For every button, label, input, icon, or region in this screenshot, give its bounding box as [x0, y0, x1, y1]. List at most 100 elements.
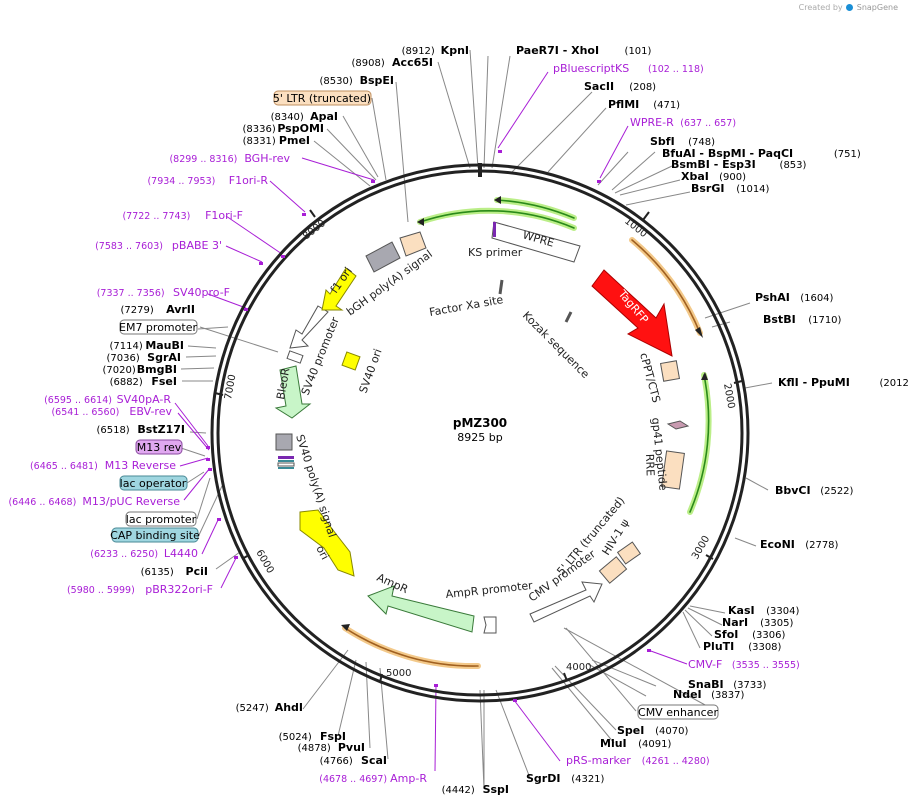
enzyme-site-kasi[interactable]: KasI: [728, 604, 755, 617]
enzyme-site-ahdi[interactable]: AhdI: [275, 701, 303, 714]
enzyme-site-bsrgi[interactable]: BsrGI: [691, 182, 724, 195]
enzyme-site-bstbi[interactable]: BstBI: [763, 313, 796, 326]
primer-bgh-rev[interactable]: BGH-rev: [244, 152, 290, 165]
enzyme-position-sgrai: (7036): [107, 353, 140, 364]
enzyme-site-spei[interactable]: SpeI: [617, 724, 644, 737]
enzyme-site-kfli-ppumi[interactable]: KflI - PpuMI: [778, 376, 850, 389]
enzyme-site-apai[interactable]: ApaI: [310, 110, 338, 123]
enzyme-site-pspomi[interactable]: PspOMI: [277, 122, 324, 135]
enzyme-position-maubi: (7114): [110, 341, 143, 352]
orange-arc-bottom-glow: [342, 625, 481, 670]
primer-sv40pa-r[interactable]: SV40pA-R: [117, 393, 172, 406]
enzyme-site-sbfi[interactable]: SbfI: [650, 135, 675, 148]
primer-cmv-f[interactable]: CMV-F: [688, 658, 722, 671]
enzyme-site-kpni[interactable]: KpnI: [441, 44, 469, 57]
primer-amp-r[interactable]: Amp-R: [390, 772, 427, 785]
enzyme-site-sgrdi[interactable]: SgrDI: [526, 772, 560, 785]
primer-f1ori-f[interactable]: F1ori-F: [205, 209, 243, 222]
enzyme-site-pluti[interactable]: PluTI: [703, 640, 734, 653]
enzyme-site-sacii[interactable]: SacII: [584, 80, 614, 93]
primer-leader-lines: [174, 71, 688, 772]
primer-l4440[interactable]: L4440: [164, 547, 198, 560]
enzyme-position-bsmbi-esp3i: (853): [780, 160, 807, 171]
enzyme-site-fsei[interactable]: FseI: [151, 375, 177, 388]
enzyme-site-maubi[interactable]: MauBI: [145, 339, 184, 352]
primer-m13-puc-reverse[interactable]: M13/pUC Reverse: [82, 495, 180, 508]
primer-prs-marker[interactable]: pRS-marker: [566, 754, 631, 767]
created-by-credit[interactable]: Created by SnapGene: [799, 3, 898, 12]
boxed-label-lac-operator[interactable]: lac operator: [119, 475, 188, 491]
enzyme-site-bbvci[interactable]: BbvCI: [775, 484, 811, 497]
primer-pbr322ori-f[interactable]: pBR322ori-F: [145, 583, 213, 596]
enzyme-site-mlui[interactable]: MluI: [600, 737, 627, 750]
primer-pbabe-3[interactable]: pBABE 3': [172, 239, 222, 252]
m13-rev-feature: [278, 456, 294, 459]
primer-tick-amp-r: [434, 684, 438, 687]
primer-tick-pbabe3: [259, 262, 263, 265]
ltr-truncated-feature: [598, 556, 628, 584]
boxed-cap-text: CAP binding site: [110, 529, 200, 542]
primer-wpre-r[interactable]: WPRE-R: [630, 116, 674, 129]
boxed-label-ltr-truncated[interactable]: 5' LTR (truncated): [273, 90, 372, 106]
green-arc-top2: [419, 209, 575, 229]
enzyme-site-avrii[interactable]: AvrII: [166, 303, 195, 316]
enzyme-site-scai[interactable]: ScaI: [361, 754, 387, 767]
kozak-label: Kozak sequence: [520, 309, 592, 381]
boxed-label-cmv-enhancer[interactable]: CMV enhancer: [637, 704, 719, 720]
enzyme-site-paer7i-xhoi[interactable]: PaeR7I - XhoI: [516, 44, 599, 57]
boxed-label-m13-rev[interactable]: M13 rev: [135, 439, 183, 455]
enzyme-site-bfuai-bspmi-paqci[interactable]: BfuAI - BspMI - PaqCI: [662, 147, 793, 160]
enzyme-site-nari[interactable]: NarI: [722, 616, 748, 629]
enzyme-site-pflmi[interactable]: PflMI: [608, 98, 639, 111]
enzyme-site-pcii[interactable]: PciI: [186, 565, 208, 578]
enzyme-site-ndei[interactable]: NdeI: [673, 688, 702, 701]
primer-m13-reverse[interactable]: M13 Reverse: [105, 459, 176, 472]
enzyme-site-bsmbi-esp3i[interactable]: BsmBI - Esp3I: [671, 158, 756, 171]
enzyme-site-pshai[interactable]: PshAI: [755, 291, 790, 304]
enzyme-position-sgrdi: (4321): [571, 774, 604, 785]
enzyme-site-sgrai[interactable]: SgrAI: [147, 351, 181, 364]
enzyme-site-bmgbi[interactable]: BmgBI: [137, 363, 177, 376]
primer-pbluescriptks[interactable]: pBluescriptKS: [553, 62, 629, 75]
credit-brand: SnapGene: [856, 3, 898, 12]
boxed-label-lac-promoter[interactable]: lac promoter: [125, 511, 197, 527]
enzyme-site-acc65i[interactable]: Acc65I: [392, 56, 433, 69]
enzyme-site-xbai[interactable]: XbaI: [681, 170, 709, 183]
enzyme-position-econi: (2778): [805, 540, 838, 551]
enzyme-site-sfoi[interactable]: SfoI: [714, 628, 738, 641]
enzyme-site-bspei[interactable]: BspEI: [360, 74, 394, 87]
factor-xa-feature: [498, 279, 504, 295]
enzyme-site-econi[interactable]: EcoNI: [760, 538, 795, 551]
enzyme-site-sspi[interactable]: SspI: [483, 783, 509, 796]
sv40-promoter-label: SV40 promoter: [299, 315, 342, 397]
primer-range-prs-marker: (4261 .. 4280): [642, 756, 710, 767]
enzyme-site-fspi[interactable]: FspI: [320, 730, 346, 743]
primer-sv40pro-f[interactable]: SV40pro-F: [173, 286, 230, 299]
ampr-promoter-feature: [483, 616, 497, 634]
bgh-polya-feature: [365, 241, 401, 273]
enzyme-site-snabi[interactable]: SnaBI: [688, 678, 724, 691]
primer-tick-m13-puc-reverse: [208, 468, 212, 471]
enzyme-position-xbai: (900): [719, 172, 746, 183]
ori-feature: [299, 509, 355, 577]
enzyme-site-pmei[interactable]: PmeI: [279, 134, 310, 147]
primer-tick-pbr322ori-f: [234, 556, 238, 559]
primer-tick-sv40pa-r: [206, 446, 210, 449]
green-arc-top2-head: [417, 218, 424, 226]
tick-label-2000: 2000: [721, 383, 736, 410]
boxed-label-cap-binding-site[interactable]: CAP binding site: [110, 527, 200, 543]
tick-8000: [309, 209, 316, 218]
enzyme-position-ndei: (3837): [711, 690, 744, 701]
ltr-top-feature: [399, 231, 427, 257]
primer-range-bgh-rev: (8299 .. 8316): [169, 154, 237, 165]
primer-range-cmv-f: (3535 .. 3555): [732, 660, 800, 671]
boxed-cap-bg: [111, 527, 199, 543]
enzyme-site-pvui[interactable]: PvuI: [338, 741, 365, 754]
boxed-lac-operator-bg: [119, 475, 188, 491]
boxed-label-em7-promoter[interactable]: EM7 promoter: [119, 319, 198, 335]
feature-shapes: [274, 221, 690, 634]
primer-f1ori-r[interactable]: F1ori-R: [229, 174, 269, 187]
enzyme-site-bstz17i[interactable]: BstZ17I: [137, 423, 185, 436]
primer-ebv-rev[interactable]: EBV-rev: [129, 405, 172, 418]
primer-labels-right: pBluescriptKS(102 .. 118)WPRE-R(637 .. 6…: [553, 62, 800, 767]
